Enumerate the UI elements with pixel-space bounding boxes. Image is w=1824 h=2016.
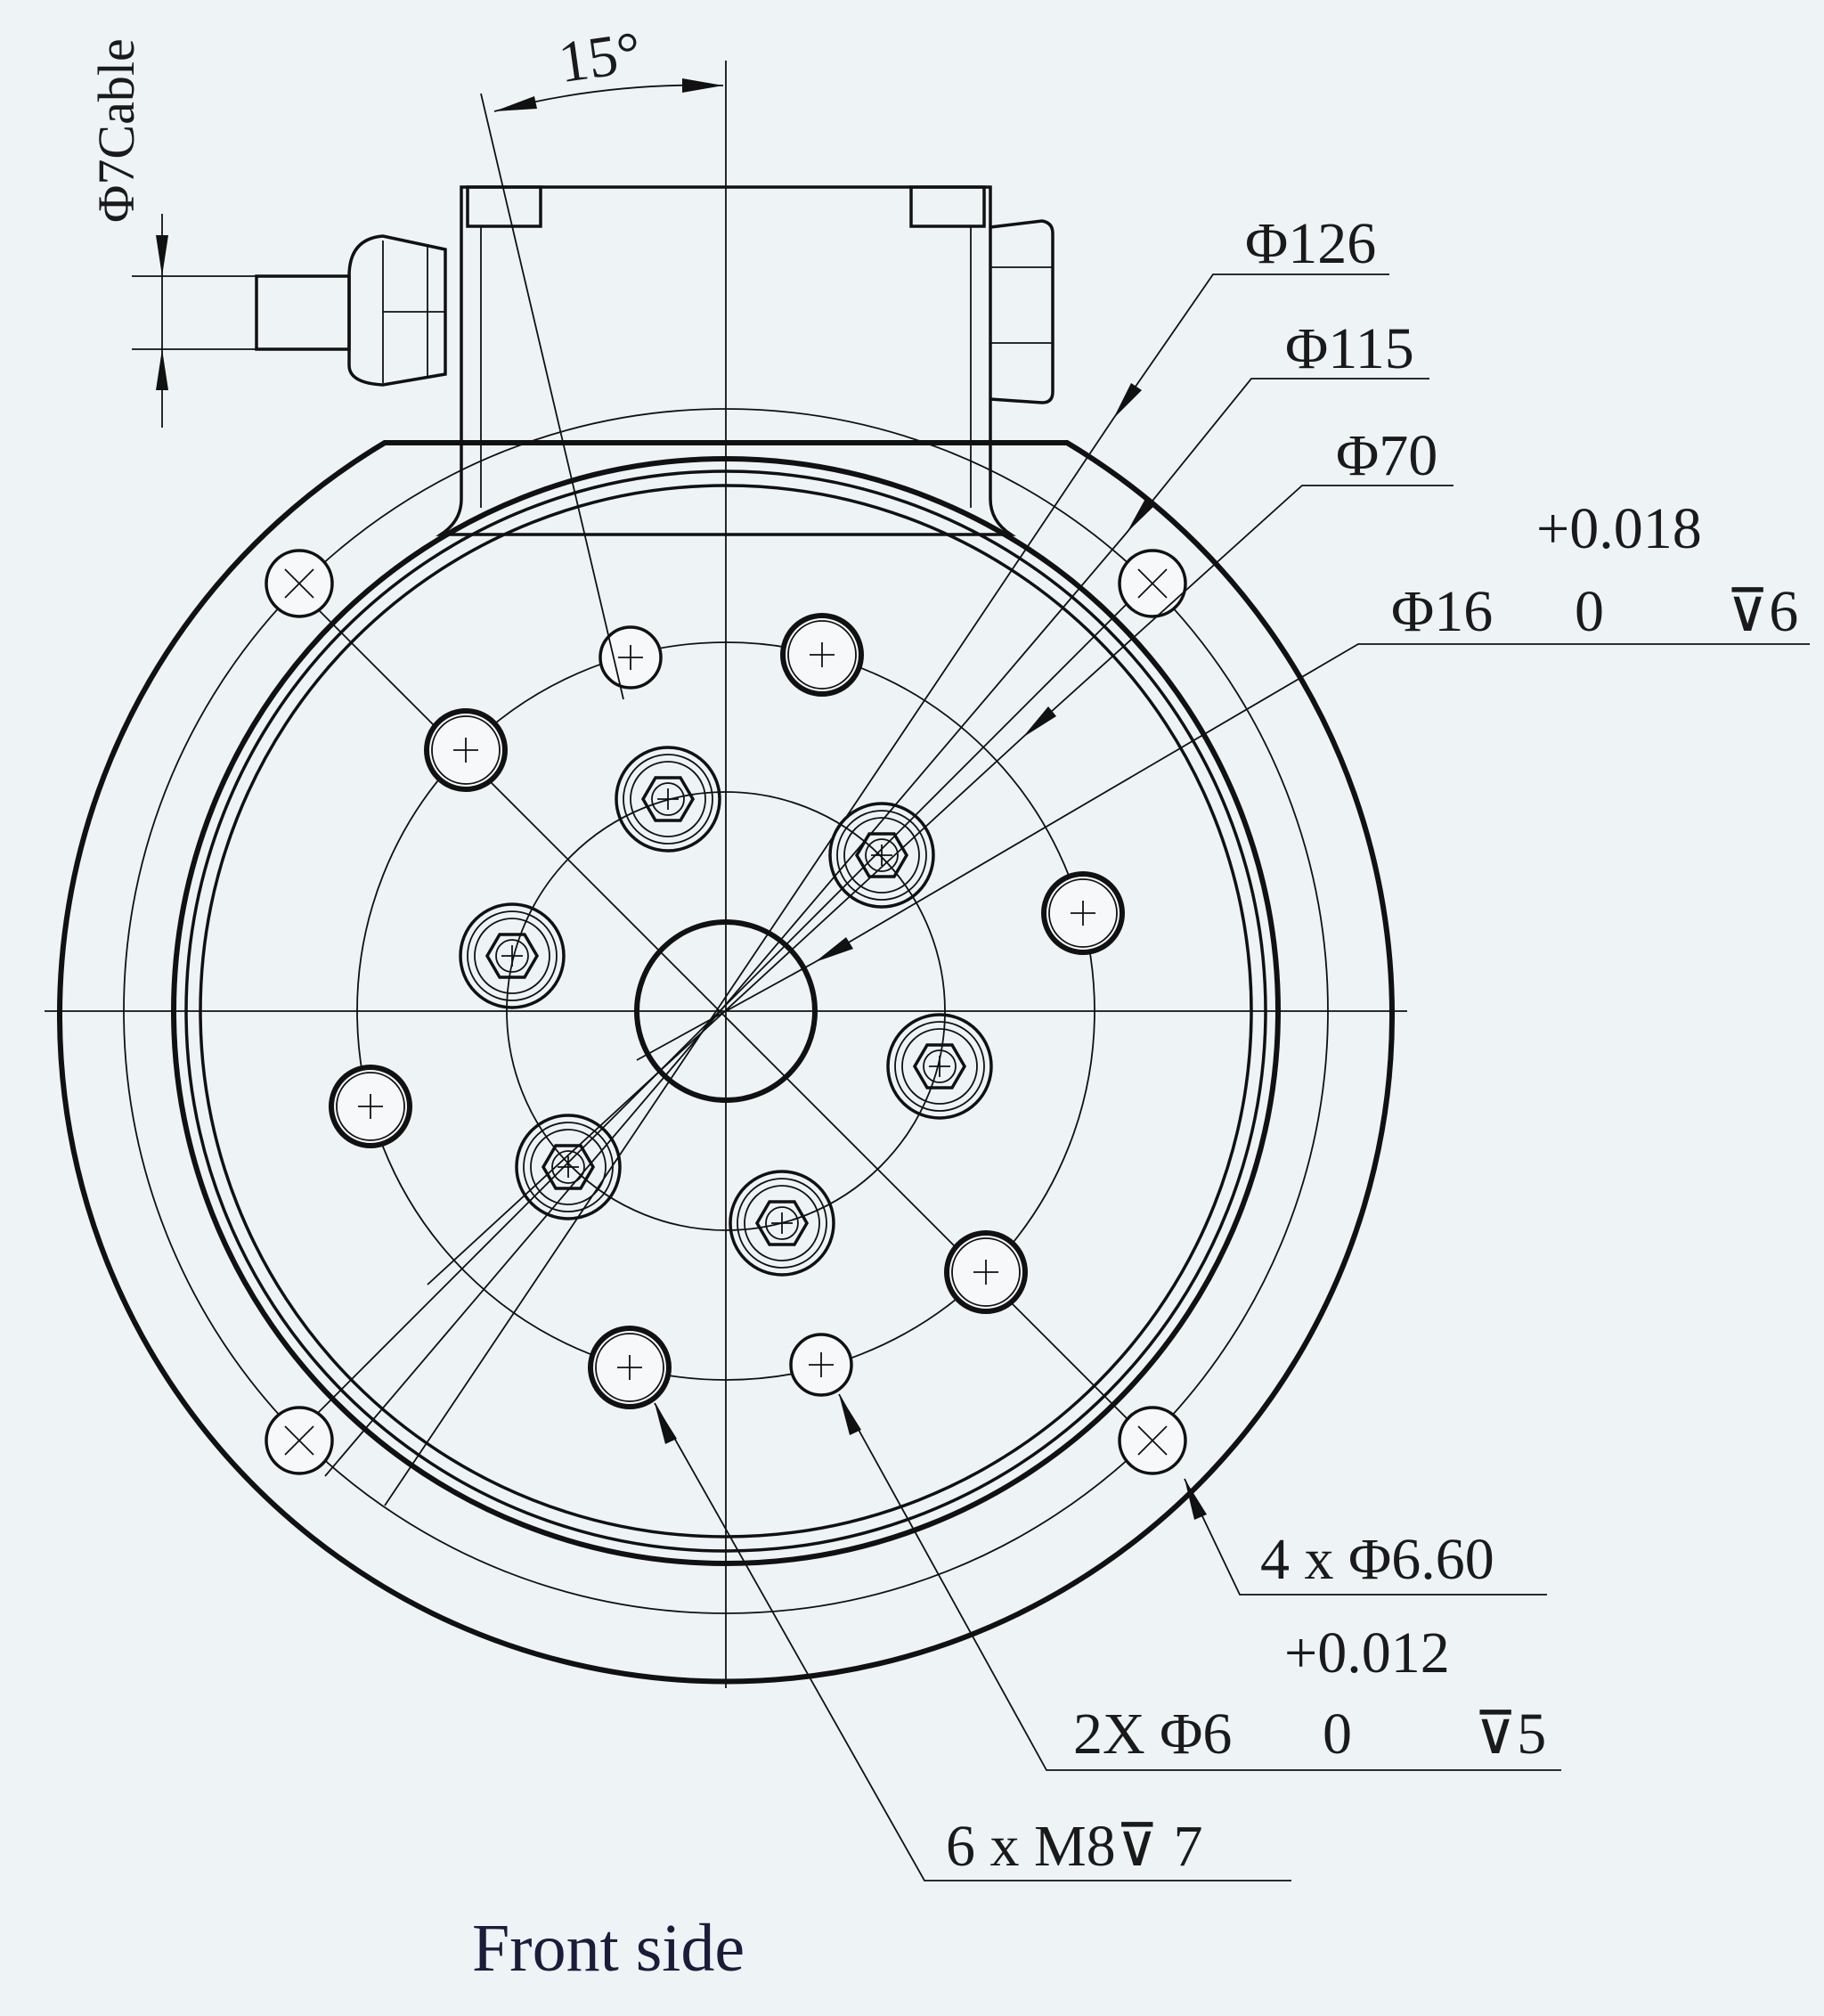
socket-screws (459, 746, 993, 1277)
center-lines (45, 61, 1407, 1688)
leader-d115 (324, 378, 1429, 1477)
socket-screw (729, 1170, 835, 1277)
leader-m8 (654, 1402, 1291, 1881)
socket-screw (615, 746, 721, 853)
leader-d126 (384, 273, 1389, 1506)
cable-arrow-top (156, 235, 168, 276)
cable-gland (347, 234, 447, 387)
label-pin-depth: ⊽5 (1474, 1702, 1546, 1767)
label-d70: Φ70 (1336, 423, 1437, 488)
pin-hole (598, 625, 663, 690)
leader-holes4 (1184, 1478, 1547, 1596)
center-bore (634, 919, 818, 1103)
leader-d16 (636, 643, 1810, 1061)
label-angle: 15° (555, 20, 646, 95)
angle-arrow-right (682, 78, 723, 93)
pattern-circle-inner (506, 791, 946, 1231)
angle-arrow-left (494, 96, 537, 111)
cable-arrow-bottom (156, 349, 168, 390)
arrow-d126 (1113, 383, 1142, 419)
connector-box (436, 185, 1016, 536)
arrow-d115 (1127, 497, 1155, 533)
label-d16: Φ16 (1391, 579, 1493, 644)
label-d16-depth: ⊽6 (1726, 579, 1798, 644)
socket-screw (515, 1114, 622, 1220)
cable-stub (255, 274, 351, 351)
caption: Front side (472, 1911, 745, 1986)
flange-hole (1118, 549, 1187, 618)
arrow-d16 (815, 937, 853, 962)
leader-pin2x (838, 1393, 1561, 1771)
m8-hole (1041, 871, 1125, 955)
label-pin-zero: 0 (1323, 1702, 1352, 1767)
pin-holes (598, 625, 853, 1397)
leader-lines (132, 78, 1810, 1881)
connector-housing (255, 185, 1054, 536)
dimension-labels: 15° Φ7Cable Φ126 Φ115 Φ70 +0.018 Φ16 0 ⊽… (87, 20, 1798, 1986)
flange-holes (265, 549, 1187, 1475)
label-pin2x: 2X Φ6 (1073, 1702, 1232, 1767)
m8-hole (329, 1065, 412, 1148)
arrow-pin2x (839, 1394, 861, 1435)
arrow-d70 (1022, 706, 1056, 738)
m8-hole (424, 708, 508, 792)
m8-hole (588, 1326, 672, 1409)
pin-hole (789, 1333, 853, 1397)
label-d115: Φ115 (1285, 316, 1414, 381)
socket-screw (459, 902, 566, 1009)
pattern-circle-outer (356, 641, 1095, 1381)
arrow-m8 (655, 1403, 677, 1444)
angle-ray (480, 93, 624, 700)
label-d16-tolerance: +0.018 (1536, 496, 1702, 561)
connector-clip-right (909, 185, 986, 228)
flange-hole (1118, 1406, 1187, 1475)
m8-hole (780, 613, 864, 697)
connector-clip-left (466, 185, 542, 228)
m8-hole (944, 1230, 1028, 1314)
outer-body-outline (57, 440, 1395, 1685)
flange-hole (265, 549, 334, 618)
arrow-holes4 (1185, 1479, 1207, 1520)
m8-threaded-holes (329, 613, 1125, 1409)
label-cable: Φ7Cable (87, 38, 145, 223)
socket-screw (886, 1013, 993, 1120)
side-plug (989, 219, 1054, 404)
label-holes4: 4 x Φ6.60 (1260, 1527, 1494, 1592)
flange-hole (265, 1406, 334, 1475)
leader-d70 (427, 485, 1454, 1286)
label-d16-zero: 0 (1575, 579, 1604, 644)
label-pin-tolerance: +0.012 (1284, 1620, 1450, 1685)
socket-screw (828, 802, 935, 909)
label-d126: Φ126 (1245, 211, 1376, 276)
label-m8: 6 x M8⊽ 7 (946, 1814, 1203, 1879)
